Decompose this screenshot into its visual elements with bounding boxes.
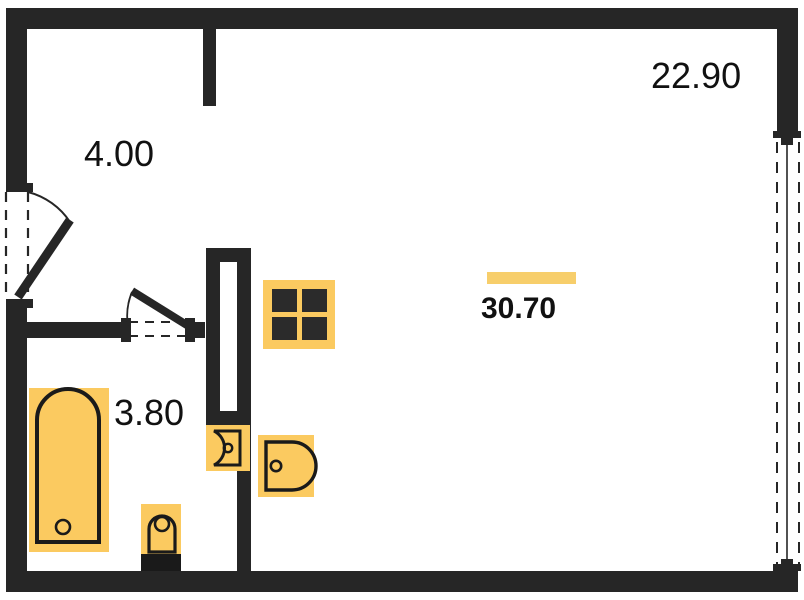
wall-right-lower: [777, 565, 798, 592]
entrance-door-swing-arc: [27, 191, 71, 223]
door-jamb-entrance-top: [6, 183, 33, 192]
dimension-label-width-top-right: 22.90: [651, 55, 742, 96]
fixtures-group: [29, 280, 335, 571]
glazing-plate-top: [773, 131, 801, 138]
entrance-door-leaf: [14, 217, 74, 300]
stove-burner-top-right: [302, 289, 327, 312]
wall-bathroom-top: [21, 322, 127, 338]
wall-bottom: [6, 571, 798, 592]
washbasin-large-drain-icon: [269, 459, 283, 473]
stove-burner-bottom-left: [272, 317, 297, 340]
door-jamb-entrance-bottom: [6, 299, 33, 308]
wall-shaft-top: [206, 248, 251, 262]
wall-left-lower: [6, 308, 27, 592]
washbasin-small-bowl: [213, 429, 242, 467]
bathtub: [29, 387, 109, 552]
bathroom-door-leaf: [129, 287, 193, 331]
wall-stub-hallway: [203, 28, 216, 106]
dimension-label-bathroom: 3.80: [114, 392, 185, 433]
door-jamb-bathroom-left: [121, 318, 131, 342]
toilet-flush-icon: [153, 515, 171, 533]
wall-shaft-bottom: [206, 411, 251, 425]
wall-left-upper: [6, 8, 27, 183]
wall-top: [6, 8, 798, 29]
toilet: [141, 504, 181, 571]
area-label-total: 30.70: [481, 292, 557, 325]
walls-group: [6, 8, 798, 592]
washbasin-large-bowl: [264, 440, 318, 492]
toilet-bowl: [147, 514, 177, 554]
glazing-anchor-top: [781, 135, 793, 145]
stove-hob: [263, 280, 335, 349]
stove-burner-top-left: [272, 289, 297, 312]
dimension-label-width-top-left: 4.00: [84, 133, 155, 174]
door-jamb-bathroom-right: [185, 318, 195, 342]
interior-door-bathroom: [126, 287, 193, 337]
wall-bathroom-top-right: [193, 322, 205, 338]
entrance-door: [4, 191, 74, 300]
stove-burner-bottom-right: [302, 317, 327, 340]
washbasin-small: [206, 425, 250, 471]
area-color-swatch: [487, 272, 576, 284]
wall-right-upper: [777, 8, 798, 135]
glazing-plate-bottom: [773, 564, 801, 571]
washbasin-large: [258, 435, 318, 497]
wall-shaft-left: [206, 248, 220, 425]
bathtub-basin: [35, 387, 101, 544]
bathtub-drain-icon: [54, 518, 72, 536]
wall-partition-vertical: [237, 248, 251, 572]
washbasin-small-drain-icon: [222, 442, 234, 454]
balcony-glazing: [773, 131, 801, 571]
